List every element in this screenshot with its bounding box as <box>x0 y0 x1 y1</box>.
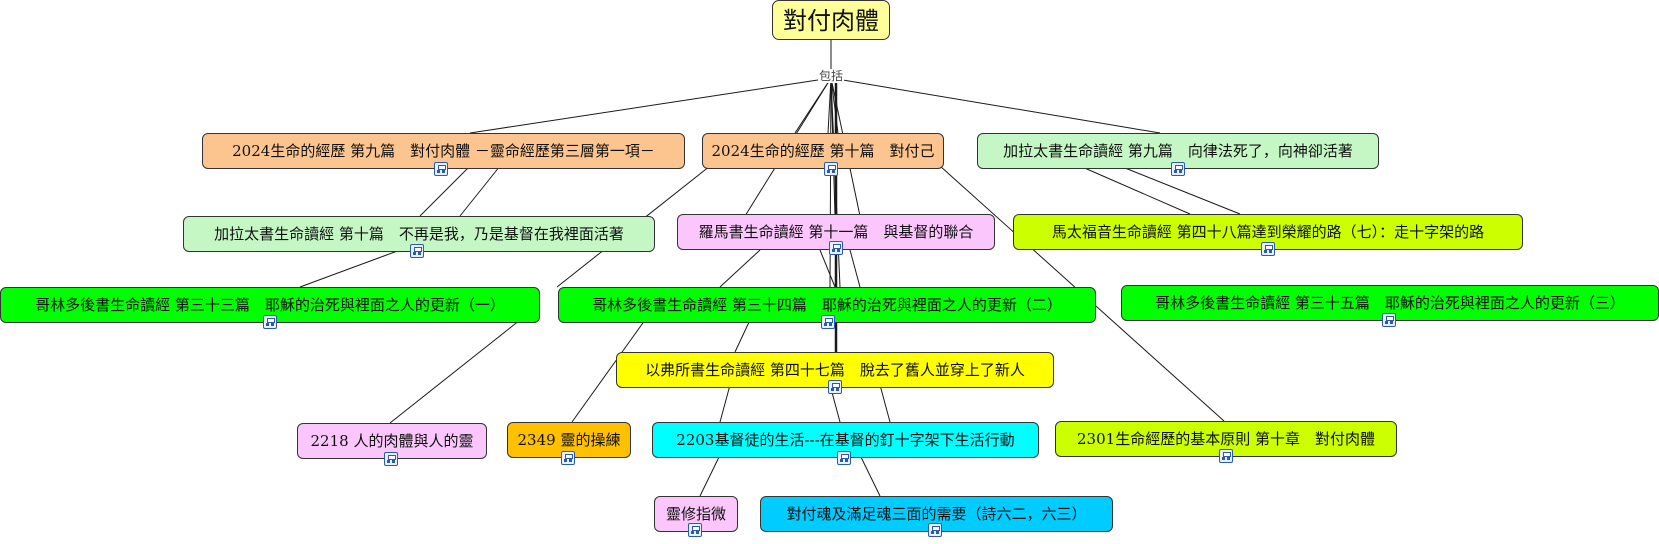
connector-line <box>734 319 751 353</box>
connector-line <box>829 77 832 288</box>
connector-line <box>389 319 521 424</box>
link-icon[interactable] <box>837 451 851 465</box>
node-galatians-10[interactable]: 加拉太書生命讀經 第十篇 不再是我，乃是基督在我裡面活著 <box>183 216 655 252</box>
link-icon[interactable] <box>1219 449 1233 463</box>
connector-line <box>819 249 836 288</box>
link-icon[interactable] <box>821 315 835 329</box>
node-matthew-48[interactable]: 馬太福音生命讀經 第四十八篇達到榮耀的路（七）：走十字架的路 <box>1013 214 1523 250</box>
connector-line <box>719 249 761 288</box>
connector-label: 包括 <box>818 69 845 83</box>
link-icon[interactable] <box>1261 242 1275 256</box>
connector-line <box>299 249 401 288</box>
node-2cor-34[interactable]: 哥林多後書生命讀經 第三十四篇 耶穌的治死與裡面之人的更新（二） <box>558 287 1096 323</box>
connector-line <box>571 319 646 423</box>
connector-line <box>830 77 1161 134</box>
root-node[interactable]: 對付肉體 <box>772 0 890 40</box>
link-icon[interactable] <box>688 523 702 537</box>
connector-line <box>459 165 501 217</box>
link-icon[interactable] <box>434 162 448 176</box>
node-ephesians-47[interactable]: 以弗所書生命讀經 第四十七篇 脫去了舊人並穿上了新人 <box>616 352 1054 388</box>
node-life-experience-10[interactable]: 2024生命的經歷 第十篇 對付己 <box>702 133 944 169</box>
node-romans-11[interactable]: 羅馬書生命讀經 第十一篇 與基督的聯合 <box>677 214 995 250</box>
link-icon[interactable] <box>263 315 277 329</box>
connector-line <box>699 454 721 497</box>
connector-line <box>419 165 471 217</box>
link-icon[interactable] <box>824 162 838 176</box>
connector-line <box>719 384 731 423</box>
connector-line <box>879 384 891 423</box>
link-icon[interactable] <box>561 451 575 465</box>
link-icon[interactable] <box>384 452 398 466</box>
link-icon[interactable] <box>1382 313 1396 327</box>
link-icon[interactable] <box>1171 162 1185 176</box>
connector-line <box>1119 165 1241 215</box>
connector-line <box>469 77 832 134</box>
connector-line <box>1079 165 1191 215</box>
connector-line <box>859 454 881 497</box>
link-icon[interactable] <box>828 380 842 394</box>
node-life-experience-9[interactable]: 2024生命的經歷 第九篇 對付肉體 －靈命經歷第三層第一項－ <box>202 133 685 169</box>
link-icon[interactable] <box>410 244 424 258</box>
connector-line <box>849 249 861 288</box>
link-icon[interactable] <box>928 523 942 537</box>
link-icon[interactable] <box>829 241 843 255</box>
